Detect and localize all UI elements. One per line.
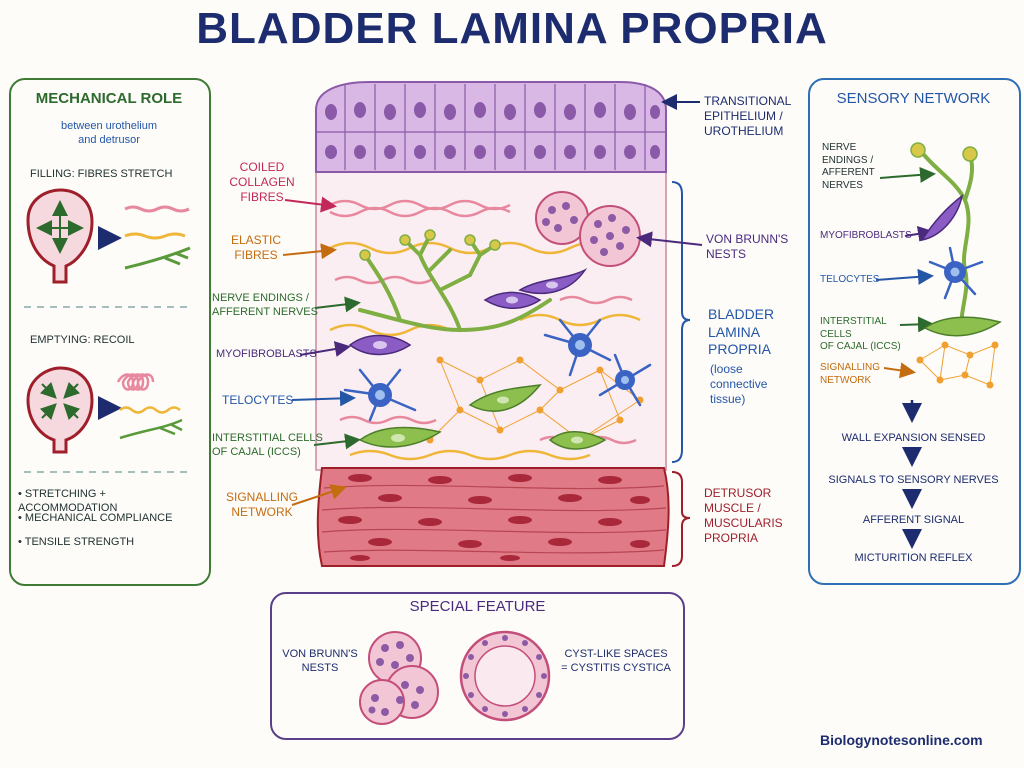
sensory-nerve-label: NERVE ENDINGS / AFFERENT NERVES [822, 142, 875, 191]
mechanical-role-panel [9, 78, 211, 586]
bullet-text: MECHANICAL COMPLIANCE [24, 512, 173, 524]
stretched-fibres-icon [124, 205, 191, 270]
sensory-telocyte-icon [928, 246, 984, 300]
label-nerve-endings: NERVE ENDINGS / AFFERENT NERVES [212, 292, 318, 318]
page-title: BLADDER LAMINA PROPRIA [196, 4, 828, 53]
telocyte-cells [343, 318, 652, 422]
sensory-icc-icon [923, 316, 1002, 337]
filling-label: FILLING: FIBRES STRETCH [30, 168, 173, 180]
step-signals: SIGNALS TO SENSORY NERVES [828, 474, 999, 486]
bullet-text: STRETCHING + ACCOMMODATION [18, 488, 118, 514]
special-heading: SPECIAL FEATURE [409, 598, 546, 615]
label-von-brunn: VON BRUNN'S NESTS [706, 232, 789, 261]
lamina-bracket [671, 181, 691, 463]
bladder-emptying-icon [26, 366, 94, 454]
nerve-endings [358, 233, 552, 333]
label-telocytes: TELOCYTES [222, 393, 294, 407]
sensory-signalling-label: SIGNALLING NETWORK [820, 362, 881, 386]
label-myofibroblasts: MYOFIBROBLASTS [216, 348, 317, 360]
label-loose-connective: (loose connective tissue) [710, 362, 768, 406]
recoiled-fibres-icon [116, 373, 183, 440]
special-cysts-label: CYST-LIKE SPACES = CYSTITIS CYSTICA [561, 648, 671, 674]
bullet-tensile: • TENSILE STRENGTH [18, 536, 135, 548]
sensory-myo-label: MYOFIBROBLASTS [820, 230, 912, 241]
step-wall-expansion: WALL EXPANSION SENSED [841, 432, 986, 444]
sensory-myofibroblast-icon [920, 194, 964, 242]
elastic-fibres [329, 241, 641, 461]
label-urothelium: TRANSITIONAL EPITHELIUM / UROTHELIUM [704, 94, 792, 138]
bullet-compliance: • MECHANICAL COMPLIANCE [18, 512, 173, 524]
label-iccs: INTERSTITIAL CELLS OF CAJAL (ICCs) [212, 432, 323, 458]
label-detrusor: DETRUSOR MUSCLE / MUSCULARIS PROPRIA [704, 486, 783, 545]
bullet-stretching: • STRETCHING + ACCOMMODATION [18, 488, 118, 514]
step-afferent: AFFERENT SIGNAL [862, 514, 965, 526]
label-signalling-network: SIGNALLING NETWORK [225, 490, 299, 519]
sensory-icc-label: INTERSTITIAL CELLS OF CAJAL (ICCs) [820, 316, 901, 352]
bladder-filling-icon [26, 188, 94, 284]
label-elastic-fibres: ELASTIC FIBRES [230, 233, 281, 262]
step-micturition: MICTURITION REFLEX [854, 552, 973, 564]
emptying-label: EMPTYING: RECOIL [30, 334, 135, 346]
label-lamina-propria: BLADDER LAMINA PROPRIA [708, 306, 775, 357]
detrusor-bracket [671, 471, 691, 567]
sensory-signalling-icon [916, 341, 999, 389]
cyst-icon [459, 630, 551, 722]
bullet-text: TENSILE STRENGTH [24, 536, 135, 548]
sensory-telocytes-label: TELOCYTES [820, 274, 880, 285]
special-nests-label: VON BRUNN'S NESTS [282, 648, 358, 674]
detrusor-layer [316, 467, 670, 567]
von-brunn-nests-illustration [535, 191, 641, 267]
mechanical-subtitle: between urothelium and detrusor [60, 120, 157, 146]
sensory-heading: SENSORY NETWORK [836, 90, 991, 107]
special-nests-icon [359, 631, 439, 725]
footer-site[interactable]: Biologynotesonline.com [820, 732, 983, 748]
urothelium-layer [315, 81, 667, 173]
mechanical-heading: MECHANICAL ROLE [35, 90, 183, 107]
label-coiled-collagen: COILED COLLAGEN FIBRES [229, 160, 295, 204]
